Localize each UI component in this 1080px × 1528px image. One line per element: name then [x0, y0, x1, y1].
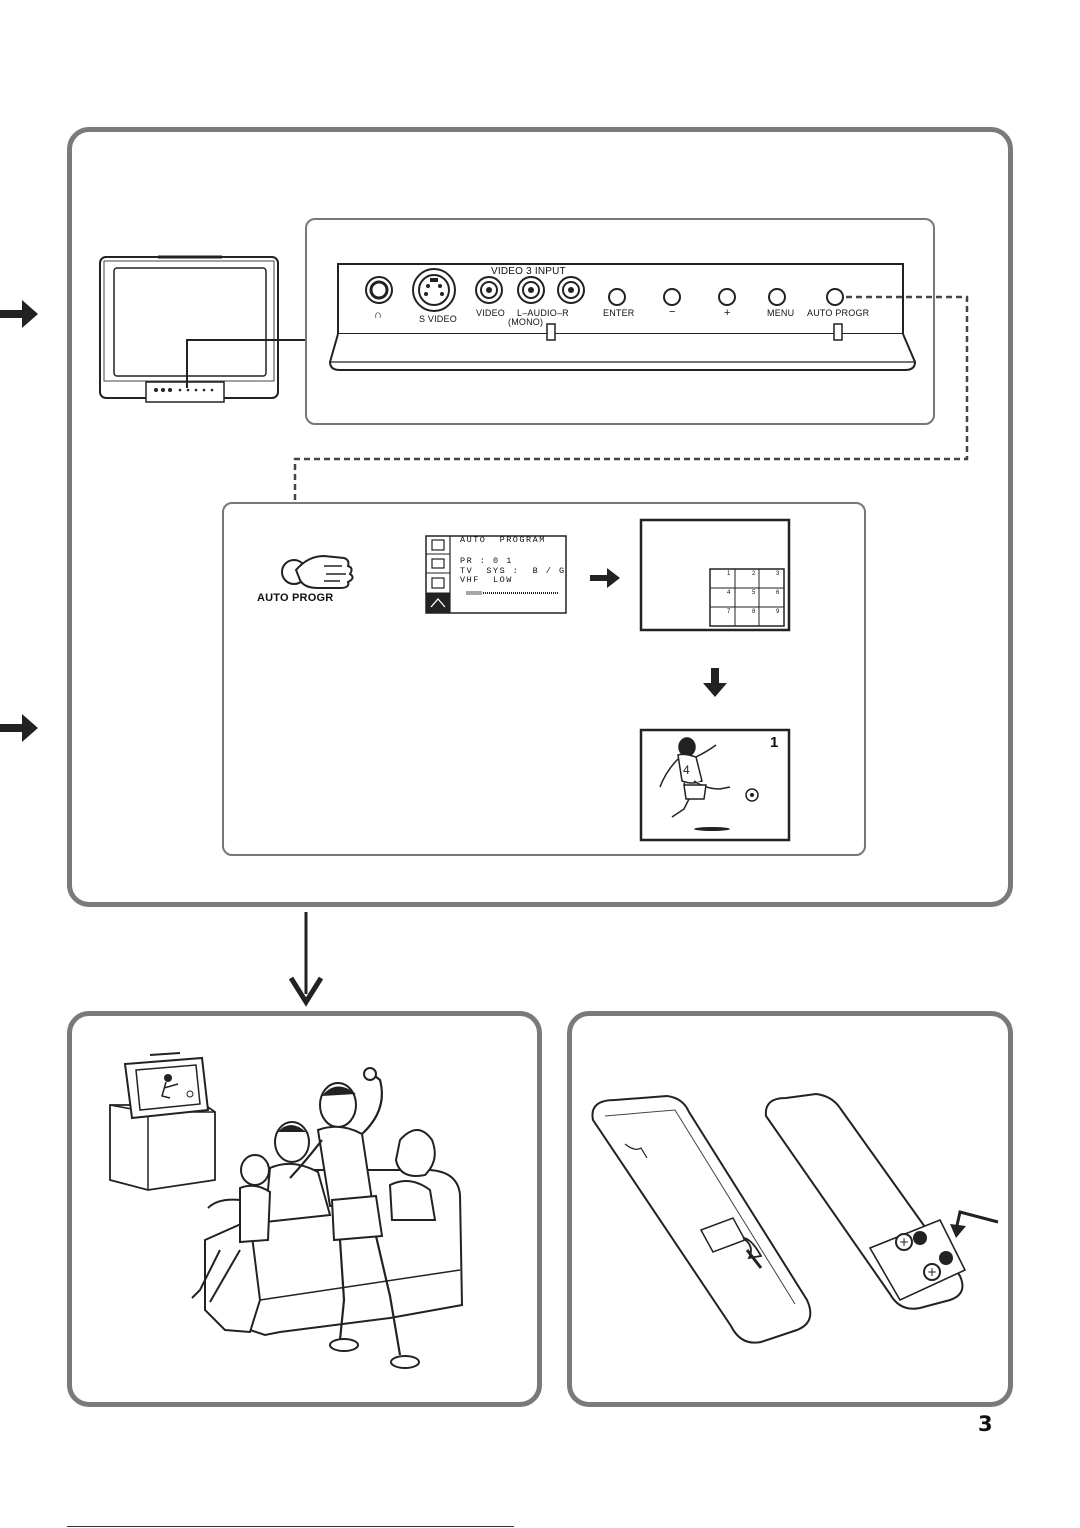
remote-battery-frame: [567, 1011, 1013, 1407]
battery-icon: + +: [895, 1231, 953, 1281]
arrow-right-icon: [0, 300, 38, 328]
page-number: 3: [978, 1412, 993, 1436]
player-number: 4: [683, 763, 690, 777]
channel-cell: 3: [776, 571, 780, 577]
svg-text:+: +: [927, 1265, 937, 1279]
osd-tv-sys: TV SYS : B / G: [460, 566, 566, 576]
step-button-label: AUTO PROGR: [257, 592, 334, 604]
program-screen: 4: [639, 728, 791, 842]
footer-rule: [67, 1526, 514, 1527]
headphone-icon: ∩: [374, 309, 383, 321]
osd-band: VHF LOW: [460, 575, 513, 585]
hand-pressing-icon: [281, 554, 354, 589]
channel-cell: 2: [752, 571, 756, 577]
remote-control-icon: [591, 1094, 812, 1344]
program-number: 1: [770, 734, 779, 751]
plus-label: +: [724, 307, 731, 319]
channel-cell: 5: [752, 590, 756, 596]
arrow-right-icon: [0, 714, 38, 742]
remote-control-icon: + +: [764, 1092, 999, 1310]
control-panel-drawing: [328, 263, 917, 371]
arrow-down-icon: [288, 912, 324, 1007]
soccer-ball-icon: [745, 788, 759, 802]
channel-cell: 9: [776, 609, 780, 615]
video3-input-label: VIDEO 3 INPUT: [491, 266, 566, 277]
connector-line: [186, 339, 305, 388]
channel-cell: 4: [727, 590, 731, 596]
arrow-down-icon: [703, 668, 727, 697]
channel-cell: 8: [752, 609, 756, 615]
video-label: VIDEO: [476, 308, 506, 318]
osd-pr: PR : 0 1: [460, 556, 513, 566]
tv-icon: [99, 255, 279, 403]
channel-grid-screen: [639, 518, 791, 632]
channel-cell: 1: [727, 571, 731, 577]
family-watching-tv-illustration: [109, 1052, 464, 1369]
svg-text:+: +: [899, 1235, 909, 1249]
mono-label: (MONO): [508, 317, 544, 327]
minus-label: −: [669, 306, 676, 318]
channel-cell: 6: [776, 590, 780, 596]
s-video-label: S VIDEO: [419, 314, 457, 324]
osd-menu-frame: [425, 535, 567, 614]
osd-title: AUTO PROGRAM: [460, 535, 546, 545]
audio-label: L–AUDIO–R: [517, 308, 569, 318]
channel-cell: 7: [727, 609, 731, 615]
menu-label: MENU: [767, 308, 795, 318]
auto-progr-label: AUTO PROGR: [807, 308, 870, 318]
arrow-right-icon: [590, 568, 620, 588]
enter-label: ENTER: [603, 308, 635, 318]
